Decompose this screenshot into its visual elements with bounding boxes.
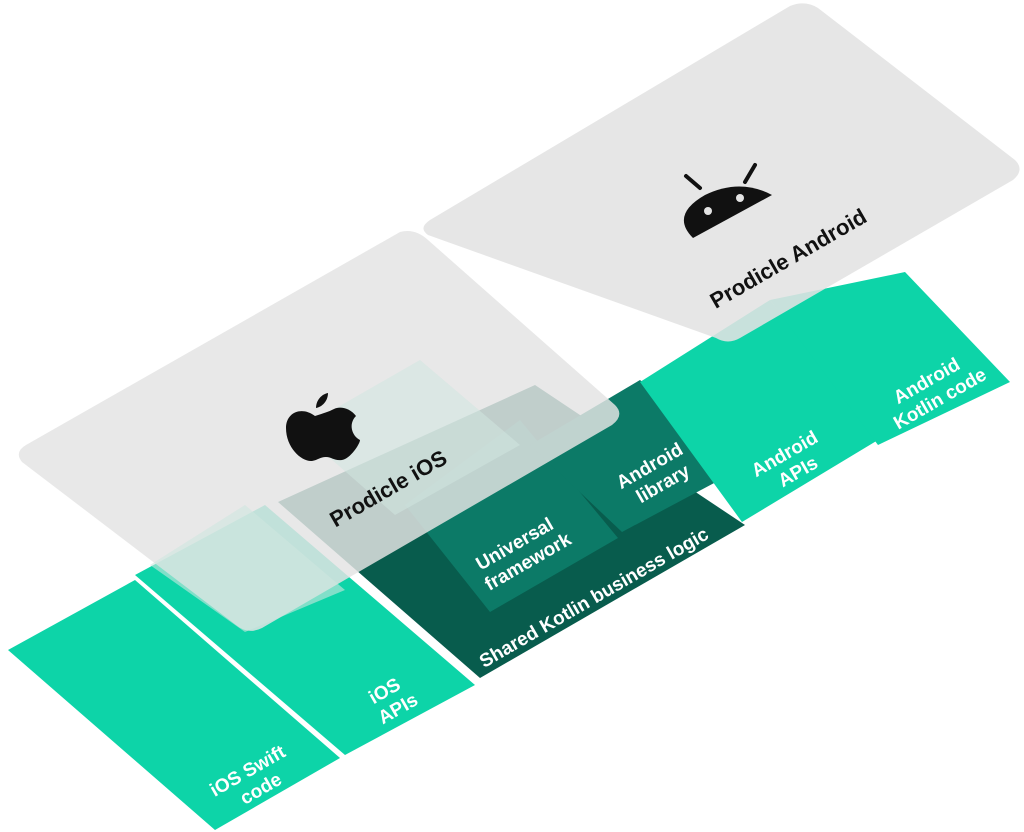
ios-plane-overlay-apis (150, 505, 345, 632)
ios-app-layer: Prodicle iOS (18, 231, 620, 632)
android-app-layer: Prodicle Android (423, 3, 1020, 342)
android-app-plane (423, 3, 1020, 342)
android-logo-icon (683, 163, 772, 238)
ios-plane-overlay-framework (298, 360, 520, 515)
android-kotlin-code-block (770, 272, 1010, 445)
ios-swift-code-block (8, 580, 340, 830)
apple-logo-icon (286, 393, 360, 462)
android-apis-block (640, 300, 878, 522)
